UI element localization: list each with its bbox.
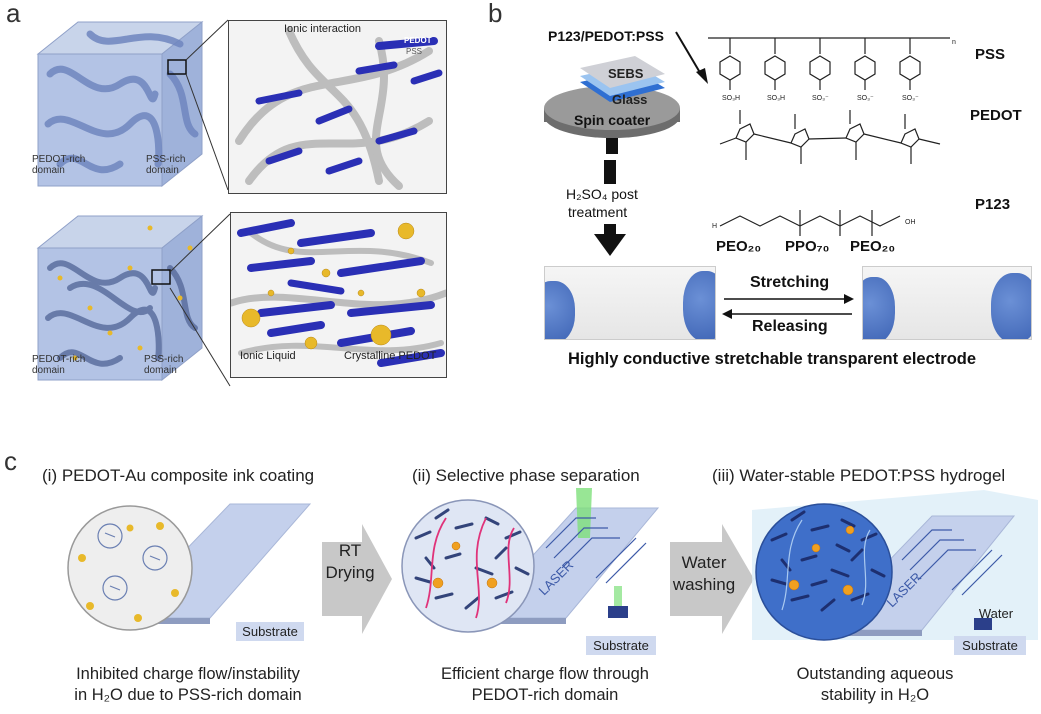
top-zoom-lines xyxy=(185,19,229,191)
top-inset-fibers xyxy=(235,27,443,190)
down-arrow xyxy=(594,160,626,256)
stretch-release-arrows xyxy=(722,294,854,319)
panel-b-letter: b xyxy=(488,0,503,28)
p123-chem-label: P123 xyxy=(975,196,1011,213)
step2-caption-line2: PEDOT-rich domain xyxy=(471,686,619,704)
pss-chem-label: PSS xyxy=(975,46,1006,63)
step3-caption-line1: Outstanding aqueous xyxy=(796,665,954,683)
bottom-cube-label-right: PSS-rich domain xyxy=(144,354,184,376)
step2-caption-line1: Efficient charge flow through xyxy=(441,665,649,683)
panel-b-caption: Highly conductive stretchable transparen… xyxy=(568,350,977,368)
glass-label: Glass xyxy=(612,92,648,107)
stretching-label: Stretching xyxy=(750,274,830,291)
svg-text:SO₃H: SO₃H xyxy=(722,95,740,102)
bottom-zoom-lines xyxy=(169,213,231,387)
spin-coater-illustration xyxy=(544,56,680,154)
sebs-label: SEBS xyxy=(608,66,644,81)
ionic-liquid-label: Ionic Liquid xyxy=(240,350,296,362)
ppo-block: PPO₇₀ xyxy=(785,238,830,255)
pedot-chem-label: PEDOT xyxy=(970,107,1022,124)
svg-text:OH: OH xyxy=(905,219,916,226)
step2-title: (ii) Selective phase separation xyxy=(412,466,640,485)
step1-illustration xyxy=(67,503,312,631)
panel-a-letter: a xyxy=(6,0,21,28)
ionic-interaction-label: Ionic interaction xyxy=(284,23,362,35)
step1-caption-line2: in H₂O due to PSS-rich domain xyxy=(74,686,302,704)
spin-coater-label: Spin coater xyxy=(574,112,651,128)
peo-block-1: PEO₂₀ xyxy=(716,238,762,255)
process-arrow-2 xyxy=(670,524,754,634)
svg-text:n: n xyxy=(952,39,956,46)
pedot-tag: PEDOT xyxy=(404,36,432,45)
treatment-line1: H₂SO₄ post xyxy=(566,186,638,202)
step1-caption-line1: Inhibited charge flow/instability xyxy=(76,665,300,683)
top-cube-illustration xyxy=(36,20,204,188)
step1-title: (i) PEDOT-Au composite ink coating xyxy=(42,466,315,485)
arrow2-line2: washing xyxy=(672,575,736,594)
stack-top-label: P123/PEDOT:PSS xyxy=(548,28,664,44)
svg-text:SO₃⁻: SO₃⁻ xyxy=(812,95,829,102)
bottom-inset xyxy=(230,212,447,378)
svg-text:H: H xyxy=(712,223,717,230)
releasing-label: Releasing xyxy=(752,318,828,335)
svg-text:SO₃⁻: SO₃⁻ xyxy=(902,95,919,102)
pss-tag: PSS xyxy=(406,47,423,56)
peo-block-2: PEO₂₀ xyxy=(850,238,896,255)
step3-illustration: LASER xyxy=(752,490,1038,641)
bottom-inset-fibers xyxy=(231,219,446,367)
step2-illustration: LASER xyxy=(401,488,660,633)
diagonal-arrow xyxy=(675,31,708,84)
treatment-line2: treatment xyxy=(568,204,628,220)
svg-text:SO₃H: SO₃H xyxy=(767,95,785,102)
top-cube-label-right: PSS-rich domain xyxy=(146,154,186,176)
arrow1-line2: Drying xyxy=(325,563,375,582)
bottom-cube-label-left: PEDOT-rich domain xyxy=(32,354,86,376)
step3-water-label: Water xyxy=(978,606,1014,621)
top-cube-label-left: PEDOT-rich domain xyxy=(32,154,86,176)
panel-c-letter: c xyxy=(4,446,17,476)
top-inset xyxy=(228,20,447,194)
photo-unstretched xyxy=(544,266,716,340)
arrow1-line1: RT xyxy=(338,541,362,560)
bottom-cube-illustration xyxy=(36,214,204,382)
chemical-structures: SO₃H SO₃H SO₃⁻ SO₃⁻ SO₃⁻ n H OH xyxy=(708,37,956,236)
step3-caption-line2: stability in H₂O xyxy=(820,686,930,704)
step3-substrate: Substrate xyxy=(954,636,1026,655)
crystalline-pedot-label: Crystalline PEDOT xyxy=(344,350,437,362)
process-arrow-1 xyxy=(322,524,392,634)
photo-stretched xyxy=(862,266,1032,340)
svg-text:SO₃⁻: SO₃⁻ xyxy=(857,95,874,102)
arrow2-line1: Water xyxy=(681,553,727,572)
step3-title: (iii) Water-stable PEDOT:PSS hydrogel xyxy=(712,466,1006,485)
step1-substrate: Substrate xyxy=(236,622,304,641)
step2-substrate: Substrate xyxy=(586,636,656,655)
